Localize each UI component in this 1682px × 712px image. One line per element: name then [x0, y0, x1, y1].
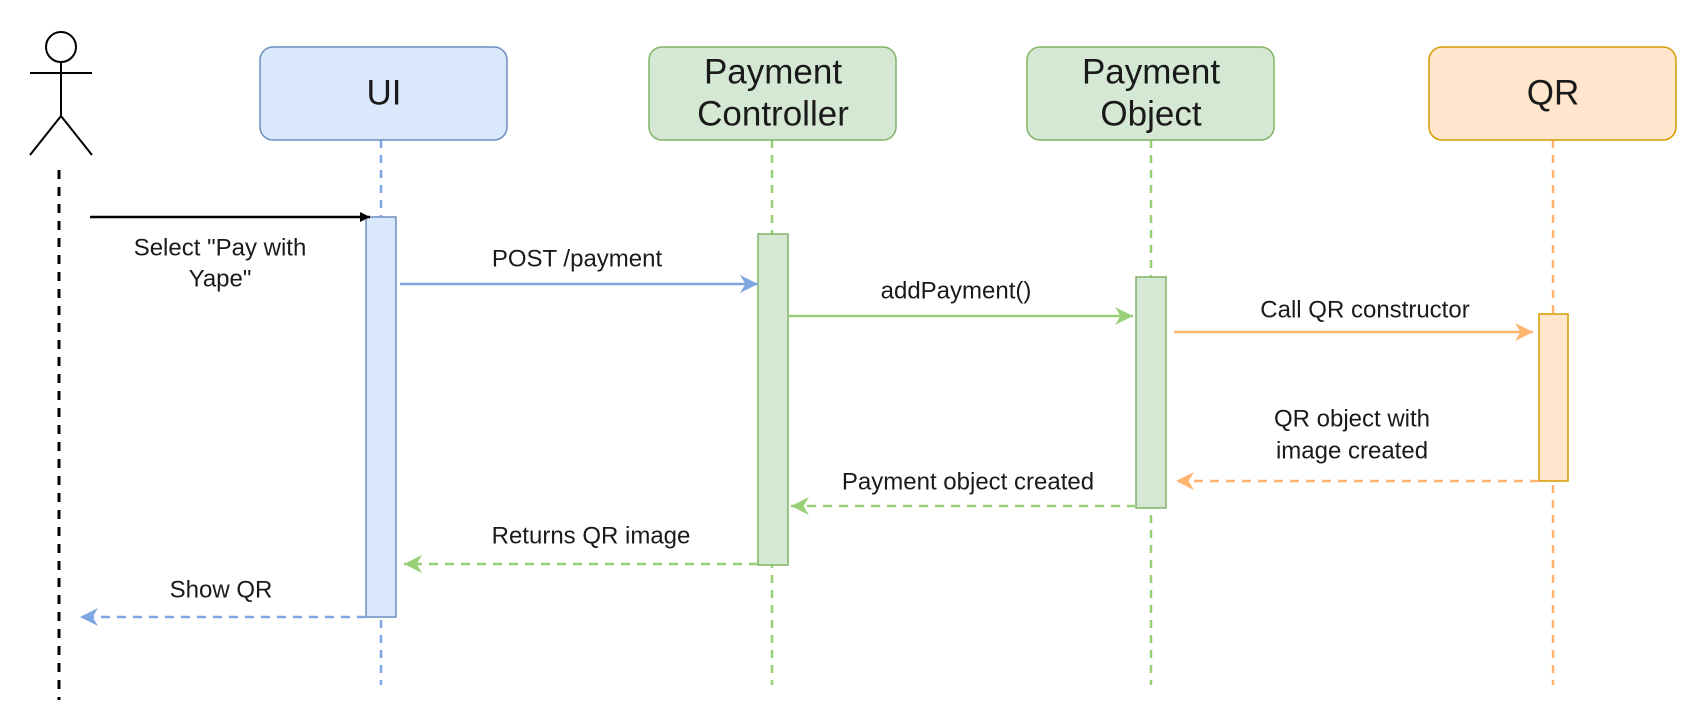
participant-ui[interactable]: UI — [259, 46, 508, 141]
message-label: Show QR — [170, 576, 273, 603]
message-payment-object-created: Payment object created — [791, 468, 1136, 515]
participant-payment-object[interactable]: Payment Object — [1026, 46, 1275, 141]
actor-left-leg — [29, 115, 62, 156]
actor-right-leg — [60, 115, 93, 156]
message-label-line-1: Select "Pay with — [134, 234, 307, 261]
message-select-pay-with-yape: Select "Pay with Yape" — [90, 212, 370, 292]
object-activation-bar — [1135, 276, 1167, 509]
controller-activation-bar — [757, 233, 789, 566]
message-label: addPayment() — [881, 277, 1032, 304]
message-label-line-1: QR object with — [1274, 405, 1430, 432]
message-add-payment: addPayment() — [789, 277, 1133, 325]
message-label-line-2: Yape" — [189, 265, 252, 292]
ui-activation-bar — [365, 216, 397, 618]
message-call-qr-constructor: Call QR constructor — [1174, 296, 1533, 341]
message-qr-object-created: QR object with image created — [1176, 405, 1539, 490]
message-label: Payment object created — [842, 468, 1094, 495]
participant-payment-controller[interactable]: Payment Controller — [648, 46, 897, 141]
message-post-payment: POST /payment — [400, 245, 758, 293]
participant-qr[interactable]: QR — [1428, 46, 1677, 141]
participant-object-title-line-2: Object — [1100, 94, 1201, 133]
message-returns-qr-image: Returns QR image — [404, 522, 758, 573]
qr-activation-bar — [1538, 313, 1569, 482]
message-label: Returns QR image — [492, 522, 691, 549]
participant-controller-title-line-2: Controller — [697, 94, 849, 133]
message-label-line-2: image created — [1276, 437, 1428, 464]
actor-head — [45, 31, 77, 63]
message-label: POST /payment — [492, 245, 663, 272]
participant-controller-title-line-1: Payment — [704, 52, 842, 91]
participant-object-title-line-1: Payment — [1082, 52, 1220, 91]
message-show-qr: Show QR — [80, 576, 366, 626]
participant-qr-title: QR — [1527, 73, 1580, 112]
message-label: Call QR constructor — [1260, 296, 1469, 323]
participant-ui-title: UI — [367, 73, 402, 112]
actor — [29, 31, 93, 156]
